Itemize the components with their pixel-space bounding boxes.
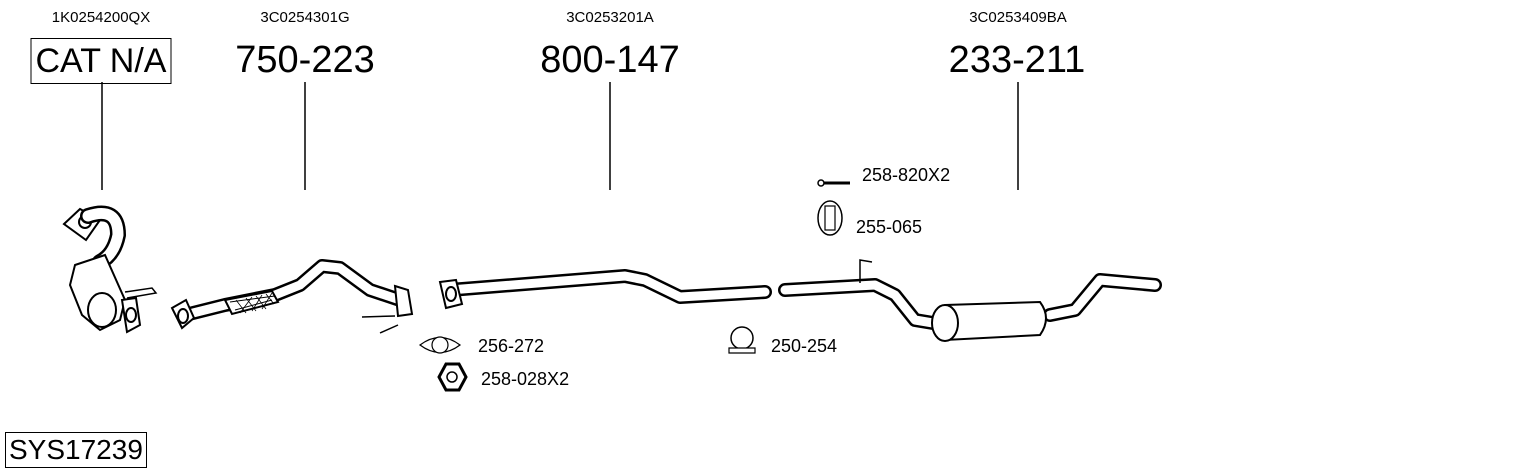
accessory-gasket-label[interactable]: 256-272 [478,336,545,356]
oem-number-cat: 1K0254200QX [51,9,151,26]
part-number-rear-silencer[interactable]: 233-211 [948,39,1086,81]
oem-number-middle-pipe: 3C0253201A [566,9,654,26]
accessory-hanger-label[interactable]: 255-065 [856,217,923,237]
part-number-front-pipe[interactable]: 750-223 [235,39,375,81]
clamp-icon[interactable] [728,326,756,354]
oem-number-rear-silencer: 3C0253409BA [969,9,1067,26]
accessory-nut-label[interactable]: 258-028X2 [481,369,570,389]
catalytic-converter-icon[interactable] [62,205,158,334]
rear-silencer-icon[interactable] [778,259,1162,342]
part-number-middle-pipe[interactable]: 800-147 [540,39,680,81]
rubber-hanger-icon[interactable] [817,200,843,236]
leader-lines [101,82,1019,190]
part-number-cat[interactable]: CAT N/A [30,38,172,84]
middle-pipe-icon[interactable] [438,269,772,310]
accessory-clamp-label[interactable]: 250-254 [771,336,838,356]
system-id: SYS17239 [5,432,147,468]
accessory-bolt-label[interactable]: 258-820X2 [862,165,951,185]
nut-icon[interactable] [437,362,468,392]
bolt-icon[interactable] [817,179,850,187]
front-pipe-icon[interactable] [170,259,414,334]
oem-number-front-pipe: 3C0254301G [260,9,350,26]
gasket-icon[interactable] [418,336,462,354]
